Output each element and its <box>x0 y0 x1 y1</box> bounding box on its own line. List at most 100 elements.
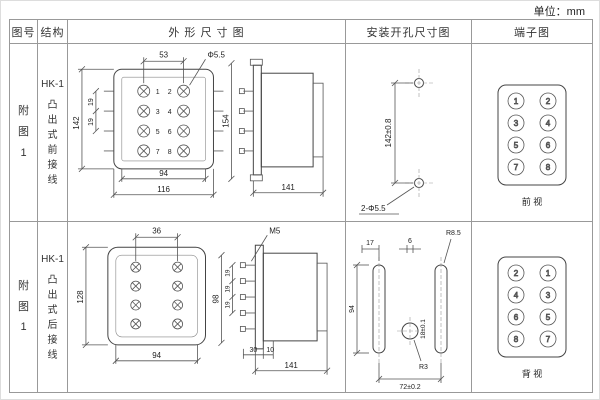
struct-char: 接 <box>47 334 58 346</box>
num-4: 4 <box>168 109 172 116</box>
t-right-2: 3 <box>546 291 551 300</box>
fig-char: 1 <box>20 321 27 334</box>
struct-char: 线 <box>47 349 58 361</box>
row2-install-drawing: 17 6 R8.5 94 18±0.1 <box>349 230 461 391</box>
side-view-rear-wiring <box>239 244 328 350</box>
rear-screws <box>130 261 183 330</box>
row2-fig-no: 附 图 1 <box>10 222 38 392</box>
struct-char: 出 <box>47 289 58 301</box>
struct-char: 线 <box>47 175 58 186</box>
mount-slots <box>372 257 447 363</box>
num-2: 2 <box>168 89 172 96</box>
t-right-3: 5 <box>546 313 551 322</box>
struct-char: 前 <box>47 145 58 156</box>
header-terminal: 端子图 <box>472 20 592 44</box>
t-right-4: 8 <box>546 163 551 172</box>
t-right-3: 6 <box>546 141 551 150</box>
leader-2holes <box>386 186 414 205</box>
t-left-3: 6 <box>514 313 519 322</box>
unit-label: 单位：mm <box>533 6 585 18</box>
dim-94: 94 <box>152 351 161 360</box>
t-left-2: 4 <box>514 291 519 300</box>
dim-53-lines <box>140 56 187 83</box>
leader-m5 <box>250 235 268 262</box>
dim-94-lines <box>112 344 201 365</box>
dim-141: 141 <box>282 182 296 191</box>
dim-6: 6 <box>408 238 412 245</box>
dim-19b: 19 <box>88 118 95 126</box>
header-fig-no: 图号 <box>10 20 38 44</box>
row1-outline-cell: 1 2 3 4 5 6 7 8 53 <box>68 44 346 222</box>
fig-char: 图 <box>18 126 29 139</box>
t-right-1: 2 <box>546 97 551 106</box>
t-left-4: 8 <box>514 335 519 344</box>
t-right-1: 1 <box>546 269 551 278</box>
front-view-case: 1 2 3 4 5 6 7 8 <box>103 68 224 169</box>
dim-116: 116 <box>157 184 170 193</box>
num-6: 6 <box>168 128 172 135</box>
dim-98: 98 <box>211 294 220 303</box>
struct-char: 出 <box>47 115 58 126</box>
rear-terminal-studs <box>239 262 256 332</box>
dim-94v-lines <box>352 261 369 357</box>
dim-142-08-lines <box>390 79 413 186</box>
row2-structure: HK-1 凸 出 式 后 接 线 <box>38 222 68 392</box>
dim-hole-dia: Φ5.5 <box>207 50 225 59</box>
rear-view-case <box>107 246 207 346</box>
dim-19-1: 19 <box>224 269 231 277</box>
t-right-4: 7 <box>546 335 551 344</box>
row1-structure: HK-1 凸 出 式 前 接 线 <box>38 44 68 222</box>
model-label: HK-1 <box>41 79 64 90</box>
dim-94v: 94 <box>349 305 356 313</box>
dim-17: 17 <box>366 240 374 247</box>
num-1: 1 <box>156 89 160 96</box>
dim-53: 53 <box>159 50 168 59</box>
dim-142-lines <box>77 65 114 172</box>
header-outline: 外 形 尺 寸 图 <box>68 20 346 44</box>
header-structure: 结构 <box>38 20 68 44</box>
view-caption: 背 视 <box>522 368 543 379</box>
fig-char: 附 <box>18 279 29 292</box>
row1-terminal-diagram: 1 2 3 4 5 6 7 8 前 视 <box>497 84 567 207</box>
num-7: 7 <box>156 148 160 155</box>
dim-36-lines <box>132 233 181 262</box>
t-left-1: 1 <box>514 97 519 106</box>
dim-6-lines <box>398 245 421 253</box>
struct-char: 凸 <box>47 274 58 286</box>
dim-19-2: 19 <box>224 285 231 293</box>
dim-142: 142 <box>72 115 81 129</box>
terminal-circles: 1 2 3 4 5 6 7 8 <box>507 92 557 175</box>
terminal-stubs <box>103 90 224 151</box>
mount-holes <box>404 68 433 197</box>
dim-10: 10 <box>266 347 274 354</box>
t-right-2: 4 <box>546 119 551 128</box>
label-r85: R8.5 <box>446 230 461 237</box>
view-caption: 前 视 <box>522 196 543 207</box>
row1-install-drawing: 142±0.8 2-Φ5.5 <box>358 68 433 214</box>
dim-128: 128 <box>76 290 85 304</box>
row1-terminal-cell: 1 2 3 4 5 6 7 8 前 视 <box>472 44 592 222</box>
dim-141-lines <box>250 156 327 197</box>
dim-17-lines <box>361 245 379 261</box>
dim-141: 141 <box>285 361 299 370</box>
dim-94-lines <box>118 168 209 182</box>
model-label: HK-1 <box>41 253 64 265</box>
dim-116-lines <box>110 168 217 198</box>
row2-outline-cell: 36 128 94 <box>68 222 346 392</box>
struct-char: 式 <box>47 304 58 316</box>
t-left-2: 3 <box>514 119 519 128</box>
dim-36: 36 <box>152 226 161 235</box>
struct-char: 式 <box>47 130 58 141</box>
fig-char: 图 <box>18 300 29 313</box>
header-install: 安装开孔尺寸图 <box>346 20 472 44</box>
row1-outline-drawing: 1 2 3 4 5 6 7 8 53 <box>72 50 327 198</box>
side-view-case <box>238 58 324 181</box>
dim-19-lines <box>92 87 100 134</box>
leader-hole <box>189 58 206 85</box>
row2-outline-drawing: 36 128 94 <box>76 226 331 375</box>
terminal-numbers: 1 2 3 4 5 6 7 8 <box>156 89 172 156</box>
row1-fig-no: 附 图 1 <box>10 44 38 222</box>
dim-128-lines <box>81 243 108 349</box>
num-5: 5 <box>156 128 160 135</box>
